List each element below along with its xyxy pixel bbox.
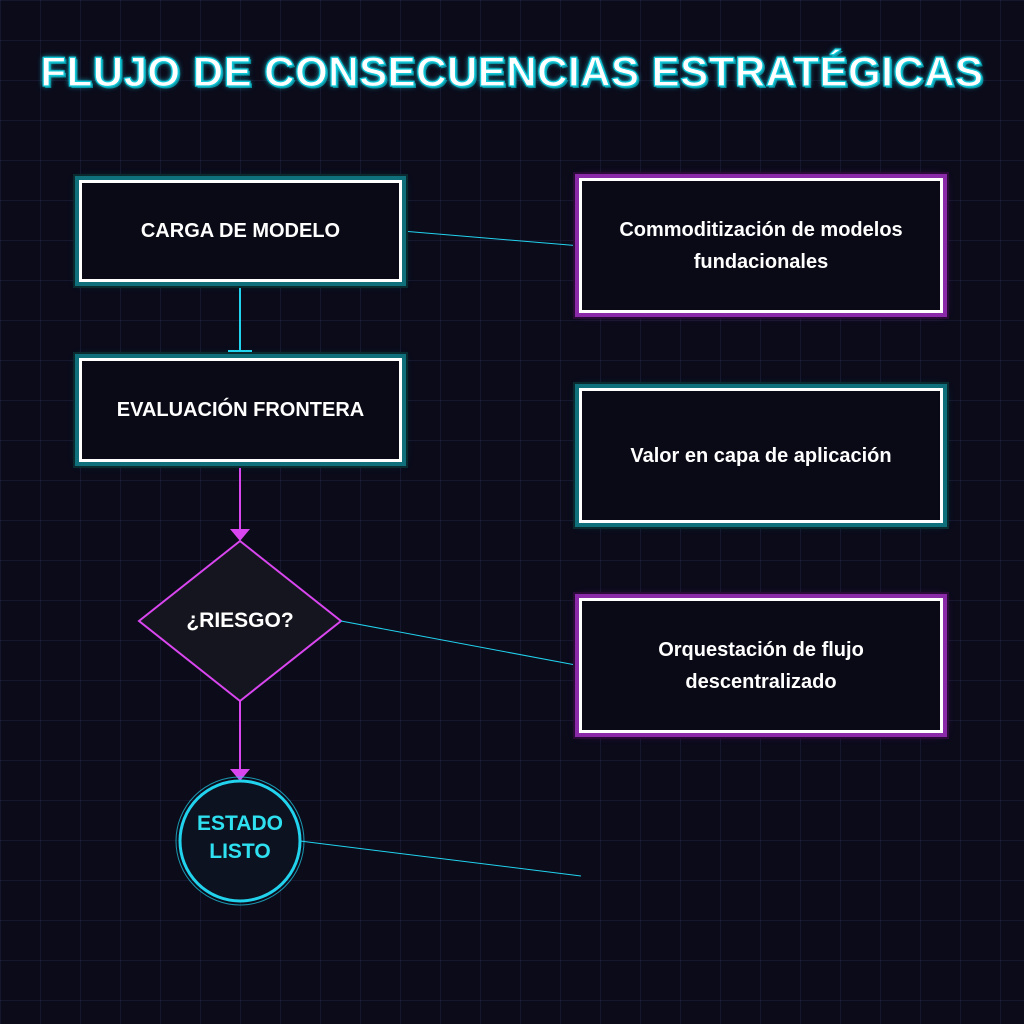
- consequence-label-3: Orquestación de flujo descentralizado: [658, 638, 864, 693]
- node-evaluacion-label: EVALUACIÓN FRONTERA: [116, 398, 365, 421]
- arrowhead-evaluacion-riesgo: [230, 529, 250, 541]
- leader-line-carga: [401, 230, 582, 247]
- consequence-box-1: Commoditización de modelos fundacionales: [579, 178, 943, 313]
- leader-line-estado: [299, 840, 582, 877]
- consequence-label-2: Valor en capa de aplicación: [630, 444, 892, 467]
- consequence-box-2: Valor en capa de aplicación: [579, 388, 943, 523]
- arrowhead-riesgo-estado: [230, 769, 250, 781]
- node-evaluacion-frontera: EVALUACIÓN FRONTERA: [79, 358, 402, 462]
- consequence-label-1: Commoditización de modelos fundacionales: [619, 218, 903, 273]
- node-carga-label: CARGA DE MODELO: [140, 219, 341, 242]
- node-carga-de-modelo: CARGA DE MODELO: [79, 180, 402, 282]
- decision-label: ¿RIESGO?: [186, 609, 294, 632]
- terminal-label: ESTADO LISTO: [197, 812, 283, 863]
- diagram-title: FLUJO DE CONSECUENCIAS ESTRATÉGICAS: [40, 47, 984, 95]
- leader-line-riesgo: [340, 620, 582, 667]
- consequence-box-3: Orquestación de flujo descentralizado: [579, 598, 943, 733]
